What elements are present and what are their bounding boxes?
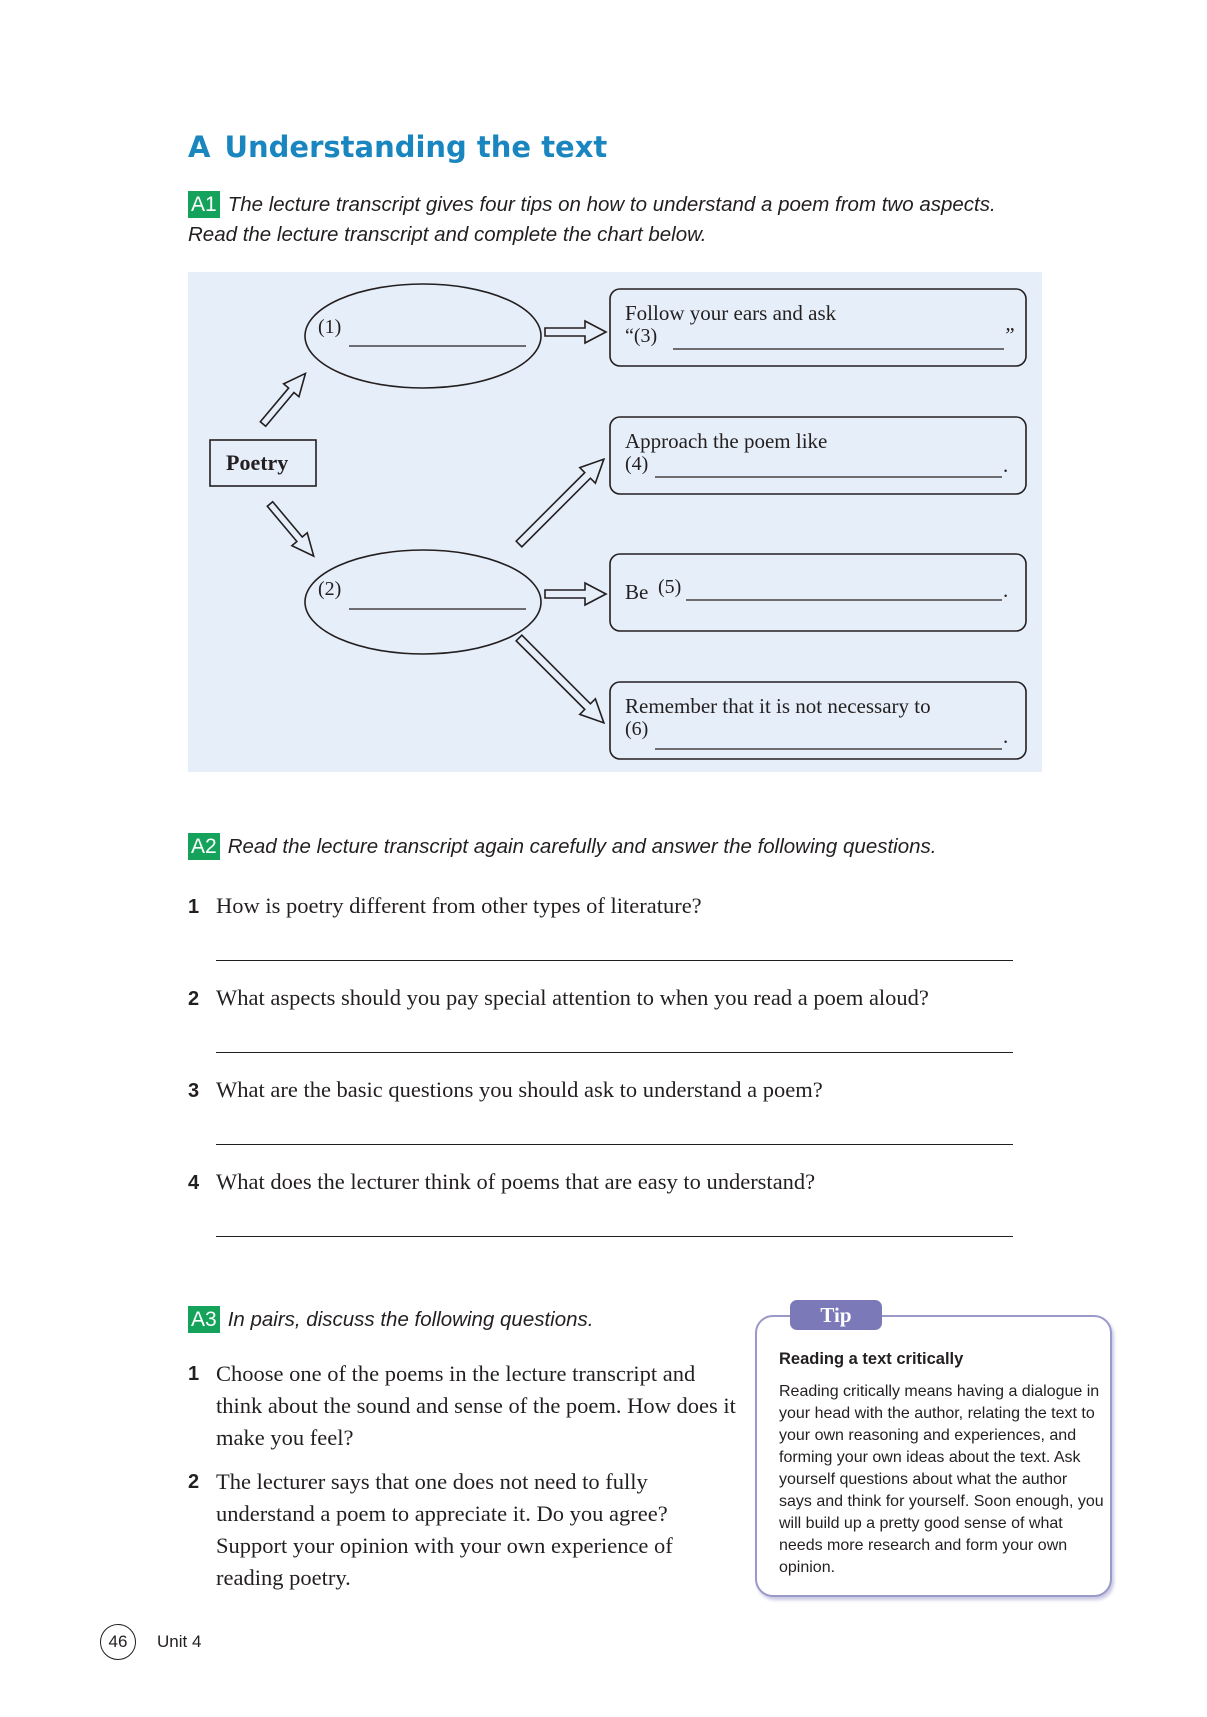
- ellipse1-number: (1): [318, 316, 342, 338]
- box5-number: (5): [658, 576, 682, 598]
- a2-question-3: 3 What are the basic questions you should…: [188, 1077, 823, 1103]
- answer-line-4[interactable]: [216, 1236, 1013, 1237]
- question-number: 3: [188, 1080, 200, 1102]
- tip-title: Reading a text critically: [779, 1350, 964, 1368]
- box4-line1: Approach the poem like: [625, 429, 828, 453]
- question-text: Choose one of the poems in the lecture t…: [216, 1361, 736, 1450]
- question-text: What are the basic questions you should …: [216, 1077, 823, 1102]
- a2-question-1: 1 How is poetry different from other type…: [188, 893, 702, 919]
- box6-period: .: [1003, 724, 1009, 748]
- a2-instruction: A2 Read the lecture transcript again care…: [188, 832, 936, 862]
- a3-instruction: A3 In pairs, discuss the following questi…: [188, 1305, 593, 1335]
- answer-line-2[interactable]: [216, 1052, 1013, 1053]
- ellipse-2: [304, 549, 542, 655]
- answer-box-4: [609, 416, 1027, 495]
- box3-number: “(3): [625, 325, 658, 347]
- question-text: What does the lecturer think of poems th…: [216, 1169, 816, 1194]
- tip-box: [755, 1315, 1112, 1597]
- tip-label: Tip: [790, 1300, 882, 1330]
- arrow-root-to-ellipse1: [259, 371, 307, 428]
- tip-body: Reading critically means having a dialog…: [779, 1383, 1104, 1576]
- a3-question-1: 1 Choose one of the poems in the lecture…: [188, 1358, 738, 1454]
- question-number: 2: [188, 988, 200, 1010]
- box6-line1: Remember that it is not necessary to: [625, 694, 931, 718]
- box4-number: (4): [625, 453, 649, 475]
- question-text: What aspects should you pay special atte…: [216, 985, 929, 1010]
- question-number: 2: [188, 1471, 200, 1493]
- box5-prefix: Be: [625, 580, 649, 604]
- a1-line1-text: The lecture transcript gives four tips o…: [227, 193, 996, 216]
- a2-badge: A2: [188, 833, 220, 860]
- a3-question-2: 2 The lecturer says that one does not ne…: [188, 1466, 738, 1594]
- box5-period: .: [1003, 578, 1009, 602]
- box3-line1: Follow your ears and ask: [625, 301, 837, 325]
- a3-instruction-text: In pairs, discuss the following question…: [227, 1308, 594, 1331]
- question-number: 1: [188, 896, 200, 918]
- poetry-box: [209, 439, 317, 487]
- section-title: Understanding the text: [224, 130, 608, 164]
- unit-label: Unit 4: [157, 1632, 202, 1651]
- arrow-ellipse1-to-box3: [544, 319, 608, 345]
- arrow-ellipse2-to-box4: [515, 457, 606, 548]
- answer-box-5: [609, 553, 1027, 632]
- question-text: How is poetry different from other types…: [216, 893, 702, 918]
- answer-box-6: [609, 681, 1027, 760]
- box4-period: .: [1003, 453, 1009, 477]
- a2-question-2: 2 What aspects should you pay special att…: [188, 985, 929, 1011]
- ellipse2-number: (2): [318, 578, 342, 600]
- answer-line-3[interactable]: [216, 1144, 1013, 1145]
- mind-map-chart: Poetry (1) (2) Follow your ears and ask …: [188, 272, 1042, 772]
- page-number: 46: [100, 1624, 136, 1660]
- section-letter: A: [188, 130, 211, 164]
- a1-badge: A1: [188, 191, 220, 218]
- a1-instruction-line2: Read the lecture transcript and complete…: [188, 223, 707, 246]
- section-heading: A Understanding the text: [188, 130, 607, 164]
- a1-instruction-line1: A1 The lecture transcript gives four tips…: [188, 190, 996, 220]
- mind-map-shapes: [209, 283, 1027, 760]
- arrow-ellipse2-to-box6: [515, 634, 606, 725]
- question-number: 1: [188, 1363, 200, 1385]
- box6-number: (6): [625, 718, 649, 740]
- a3-badge: A3: [188, 1306, 220, 1333]
- box3-close-quote: ”: [1003, 323, 1015, 347]
- answer-box-3: [609, 288, 1027, 367]
- a2-instruction-text: Read the lecture transcript again carefu…: [227, 835, 937, 858]
- ellipse-1: [304, 283, 542, 389]
- answer-line-1[interactable]: [216, 960, 1013, 961]
- arrow-root-to-ellipse2: [266, 500, 315, 558]
- question-number: 4: [188, 1172, 200, 1194]
- arrow-ellipse2-to-box5: [544, 581, 608, 607]
- a2-question-4: 4 What does the lecturer think of poems t…: [188, 1169, 815, 1195]
- poetry-label: Poetry: [226, 450, 289, 475]
- question-text: The lecturer says that one does not need…: [216, 1469, 673, 1590]
